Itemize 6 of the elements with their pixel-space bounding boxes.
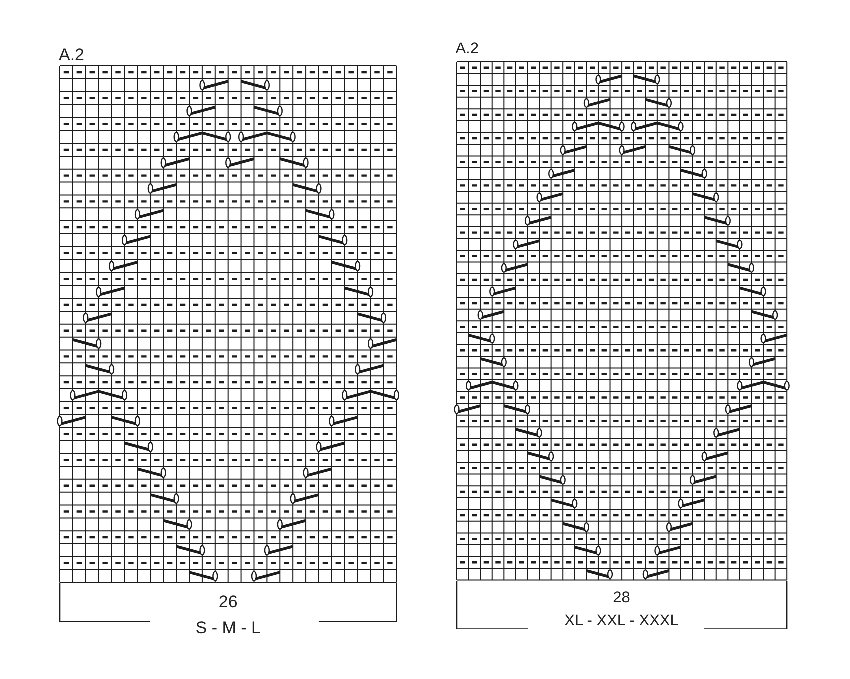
chart-title: A.2	[59, 46, 85, 64]
stitch-count: 28	[613, 590, 630, 606]
size-label: S - M - L	[196, 620, 261, 636]
stitch-count: 26	[218, 594, 238, 610]
size-label: XL - XXL - XXXL	[564, 613, 679, 629]
chart-title: A.2	[456, 41, 479, 57]
